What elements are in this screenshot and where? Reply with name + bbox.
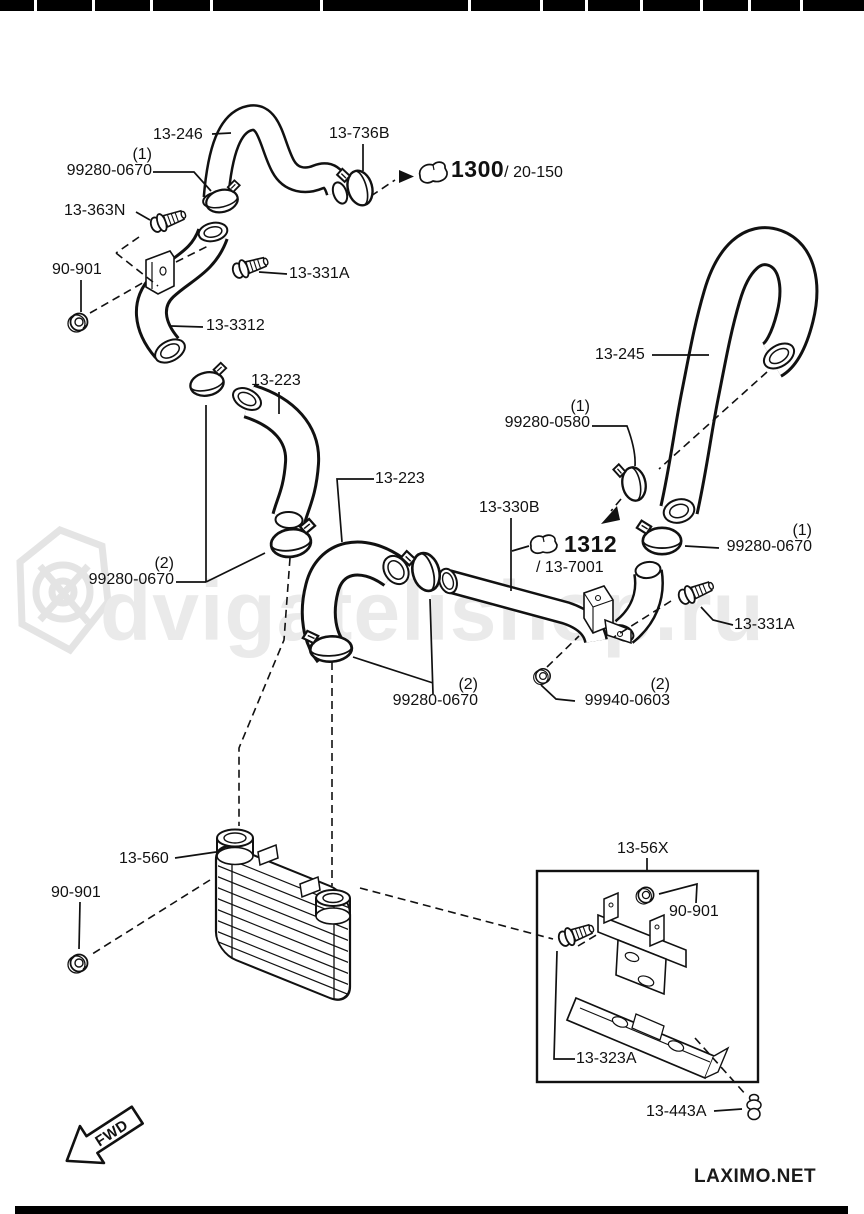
qty-badge: (1) xyxy=(792,522,812,539)
qty-badge: (1) xyxy=(570,398,590,415)
callout-99280-0670-right[interactable]: (1) 99280-0670 xyxy=(720,523,812,555)
callout-90-901-top[interactable]: 90-901 xyxy=(52,261,102,278)
bolt-13-331A-top xyxy=(229,251,272,282)
callout-99280-0670-mid[interactable]: (2) 99280-0670 xyxy=(386,677,478,709)
nut-90-901-bottom xyxy=(67,953,89,974)
bolt-inset xyxy=(555,918,598,950)
leader-lines xyxy=(78,132,743,1112)
part-number-text[interactable]: 99280-0670 xyxy=(726,538,812,555)
ref-1300[interactable]: 1300/ 20-150 xyxy=(451,156,563,183)
hose-13-245 xyxy=(659,226,819,524)
callout-13-363N[interactable]: 13-363N xyxy=(64,202,126,219)
grommet-13-443A xyxy=(746,1093,762,1121)
callout-13-736B[interactable]: 13-736B xyxy=(329,125,390,142)
callout-13-560[interactable]: 13-560 xyxy=(119,850,169,867)
callout-13-245[interactable]: 13-245 xyxy=(595,346,645,363)
part-number-text[interactable]: 99280-0670 xyxy=(88,571,174,588)
callout-13-323A[interactable]: 13-323A xyxy=(576,1050,637,1067)
qty-badge: (2) xyxy=(458,676,478,693)
clamp-99280-0670-left-a xyxy=(185,360,233,400)
watermark-logo xyxy=(16,526,112,655)
clamp-99280-0670-right xyxy=(635,519,683,556)
callout-99280-0670-top[interactable]: (1) 99280-0670 xyxy=(60,147,152,179)
assembly-dashed-lines xyxy=(88,179,768,1097)
nut-90-901-inset xyxy=(635,886,655,905)
nut-99940-0603 xyxy=(532,668,551,686)
part-number-text[interactable]: 99280-0580 xyxy=(504,414,590,431)
ref-main-number[interactable]: 1300 xyxy=(451,156,505,182)
fwd-arrow-icon: FWD xyxy=(65,1105,144,1165)
intercooler-port-left xyxy=(216,828,254,866)
fasteners xyxy=(67,204,762,1121)
pipe-13-330B xyxy=(438,567,608,644)
callout-99280-0670-left[interactable]: (2) 99280-0670 xyxy=(82,556,174,588)
ref-sub-number[interactable]: / 13-7001 xyxy=(536,559,604,576)
callout-13-3312[interactable]: 13-3312 xyxy=(206,317,265,334)
intercooler xyxy=(214,828,352,1001)
inset-box xyxy=(535,869,760,1084)
callout-13-246[interactable]: 13-246 xyxy=(153,126,203,143)
callout-90-901-inset[interactable]: 90-901 xyxy=(669,903,719,920)
laximo-brand: LAXIMO.NET xyxy=(694,1166,817,1187)
part-number-text[interactable]: 99280-0670 xyxy=(66,162,152,179)
callout-90-901-bottom[interactable]: 90-901 xyxy=(51,884,101,901)
ref-sub-number[interactable]: / 20-150 xyxy=(504,164,563,181)
part-number-text[interactable]: 99940-0603 xyxy=(584,692,670,709)
ref-1312[interactable]: 1312 / 13-7001 xyxy=(536,531,617,577)
callout-13-331A-top[interactable]: 13-331A xyxy=(289,265,350,282)
callout-99940-0603[interactable]: (2) 99940-0603 xyxy=(578,677,670,709)
qty-badge: (1) xyxy=(132,146,152,163)
bottom-crop-bar xyxy=(15,1206,848,1214)
ref-main-number[interactable]: 1312 xyxy=(564,531,618,557)
ref-1312-arrow-icon xyxy=(529,506,620,555)
hose-13-3312 xyxy=(134,221,229,364)
hose-13-223-upper xyxy=(232,383,321,530)
callout-13-331A-right[interactable]: 13-331A xyxy=(734,616,795,633)
callout-13-223-lower[interactable]: 13-223 xyxy=(375,470,425,487)
top-crop-bar xyxy=(0,0,864,11)
clamp-99280-0580 xyxy=(611,459,650,505)
intercooler-port-right xyxy=(315,889,351,925)
callout-99280-0580[interactable]: (1) 99280-0580 xyxy=(498,399,590,431)
callout-13-223-upper[interactable]: 13-223 xyxy=(251,372,301,389)
ref-1300-arrow-icon xyxy=(399,161,448,184)
qty-badge: (2) xyxy=(154,555,174,572)
nut-90-901-top xyxy=(67,312,89,333)
bracket-mid-pipe xyxy=(583,585,632,645)
bolt-13-363N xyxy=(147,204,190,236)
callout-13-330B[interactable]: 13-330B xyxy=(479,499,540,516)
callout-13-443A[interactable]: 13-443A xyxy=(646,1103,707,1120)
qty-badge: (2) xyxy=(650,676,670,693)
part-number-text[interactable]: 99280-0670 xyxy=(392,692,478,709)
bracket-upper-left xyxy=(145,250,175,295)
callout-13-56X[interactable]: 13-56X xyxy=(617,840,669,857)
